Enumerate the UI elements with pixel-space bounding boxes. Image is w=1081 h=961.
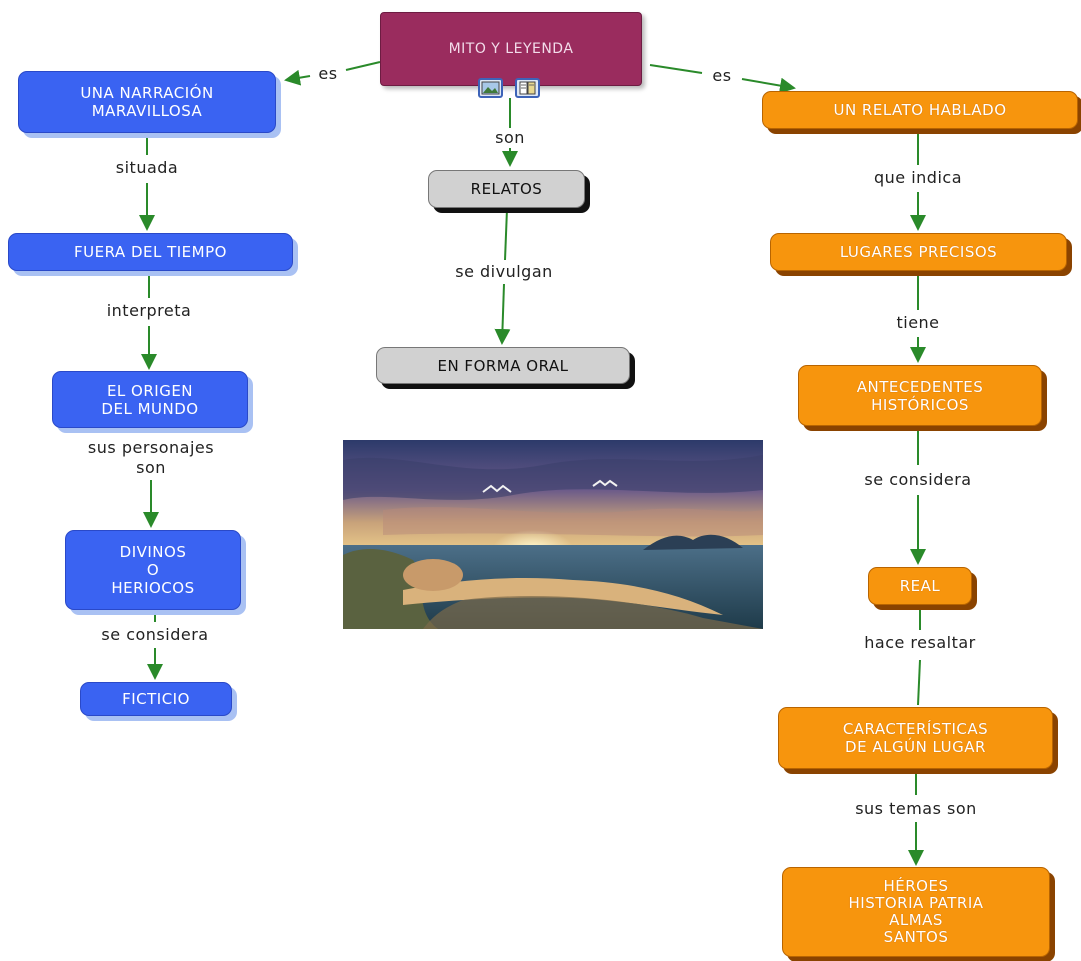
node-antecedentes-historicos[interactable]: ANTECEDENTES HISTÓRICOS bbox=[798, 365, 1042, 426]
document-icon[interactable] bbox=[515, 78, 540, 98]
node-en-forma-oral[interactable]: EN FORMA ORAL bbox=[376, 347, 630, 384]
node-divinos-heroicos[interactable]: DIVINOS O HERIOCOS bbox=[65, 530, 241, 610]
link-label-hace-resaltar: hace resaltar bbox=[864, 633, 976, 653]
arrow-center-1 bbox=[494, 283, 511, 345]
mermaid-painting bbox=[343, 440, 763, 629]
node-relato-hablado[interactable]: UN RELATO HABLADO bbox=[762, 91, 1078, 129]
link-label-se-considera-right: se considera bbox=[864, 470, 972, 490]
link-label-interpreta: interpreta bbox=[106, 301, 192, 321]
link-right-4b bbox=[917, 659, 921, 706]
link-label-left-root: es bbox=[318, 64, 338, 84]
link-label-situada: situada bbox=[115, 158, 179, 178]
link-center-1 bbox=[504, 208, 508, 261]
arrow-root-right bbox=[741, 77, 796, 94]
link-label-sus-temas-son: sus temas son bbox=[855, 799, 977, 819]
link-label-que-indica: que indica bbox=[873, 168, 963, 188]
link-label-tiene: tiene bbox=[896, 313, 940, 333]
link-root-left bbox=[345, 61, 381, 71]
node-relatos[interactable]: RELATOS bbox=[428, 170, 585, 208]
node-heroes-historia[interactable]: HÉROES HISTORIA PATRIA ALMAS SANTOS bbox=[782, 867, 1050, 957]
link-label-se-considera-left: se considera bbox=[101, 625, 209, 645]
node-fuera-del-tiempo[interactable]: FUERA DEL TIEMPO bbox=[8, 233, 293, 271]
link-label-son: son bbox=[495, 128, 525, 148]
link-label-se-divulgan: se divulgan bbox=[455, 262, 553, 282]
node-origen-del-mundo[interactable]: EL ORIGEN DEL MUNDO bbox=[52, 371, 248, 428]
image-icon[interactable] bbox=[478, 78, 503, 98]
link-label-sus-personajes: sus personajes son bbox=[87, 438, 215, 478]
node-lugares-precisos[interactable]: LUGARES PRECISOS bbox=[770, 233, 1067, 271]
node-narracion-maravillosa[interactable]: UNA NARRACIÓN MARAVILLOSA bbox=[18, 71, 276, 133]
arrow-root-left bbox=[284, 69, 311, 86]
link-root-right bbox=[649, 64, 703, 74]
node-root[interactable]: MITO Y LEYENDA bbox=[380, 12, 642, 86]
node-caracteristicas-lugar[interactable]: CARACTERÍSTICAS DE ALGÚN LUGAR bbox=[778, 707, 1053, 769]
link-label-right-root: es bbox=[712, 66, 732, 86]
node-real[interactable]: REAL bbox=[868, 567, 972, 605]
node-ficticio[interactable]: FICTICIO bbox=[80, 682, 232, 716]
